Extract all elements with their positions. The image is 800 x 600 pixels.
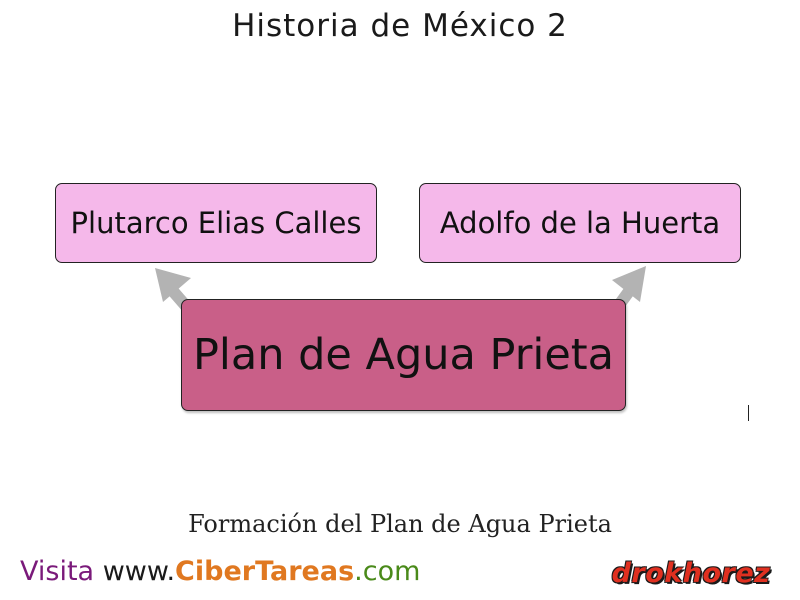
node-plan-de-agua-prieta: Plan de Agua Prieta (181, 299, 626, 411)
diagram-caption: Formación del Plan de Agua Prieta (188, 510, 612, 538)
text-cursor (748, 405, 749, 421)
drokhorez-logo: drokhorez (602, 556, 780, 592)
url-prefix: www. (102, 556, 176, 587)
footer-visit-link[interactable]: Visita www.CiberTareas.com (20, 556, 420, 587)
page-title: Historia de México 2 (232, 8, 568, 44)
visit-label: Visita (20, 556, 95, 587)
url-tareas: Tareas (255, 556, 355, 587)
logo-text: drokhorez (611, 558, 771, 589)
node-adolfo-de-la-huerta: Adolfo de la Huerta (419, 183, 741, 263)
url-ciber: Ciber (175, 556, 256, 587)
url-suffix: .com (354, 556, 421, 587)
node-plutarco-elias-calles: Plutarco Elias Calles (55, 183, 377, 263)
